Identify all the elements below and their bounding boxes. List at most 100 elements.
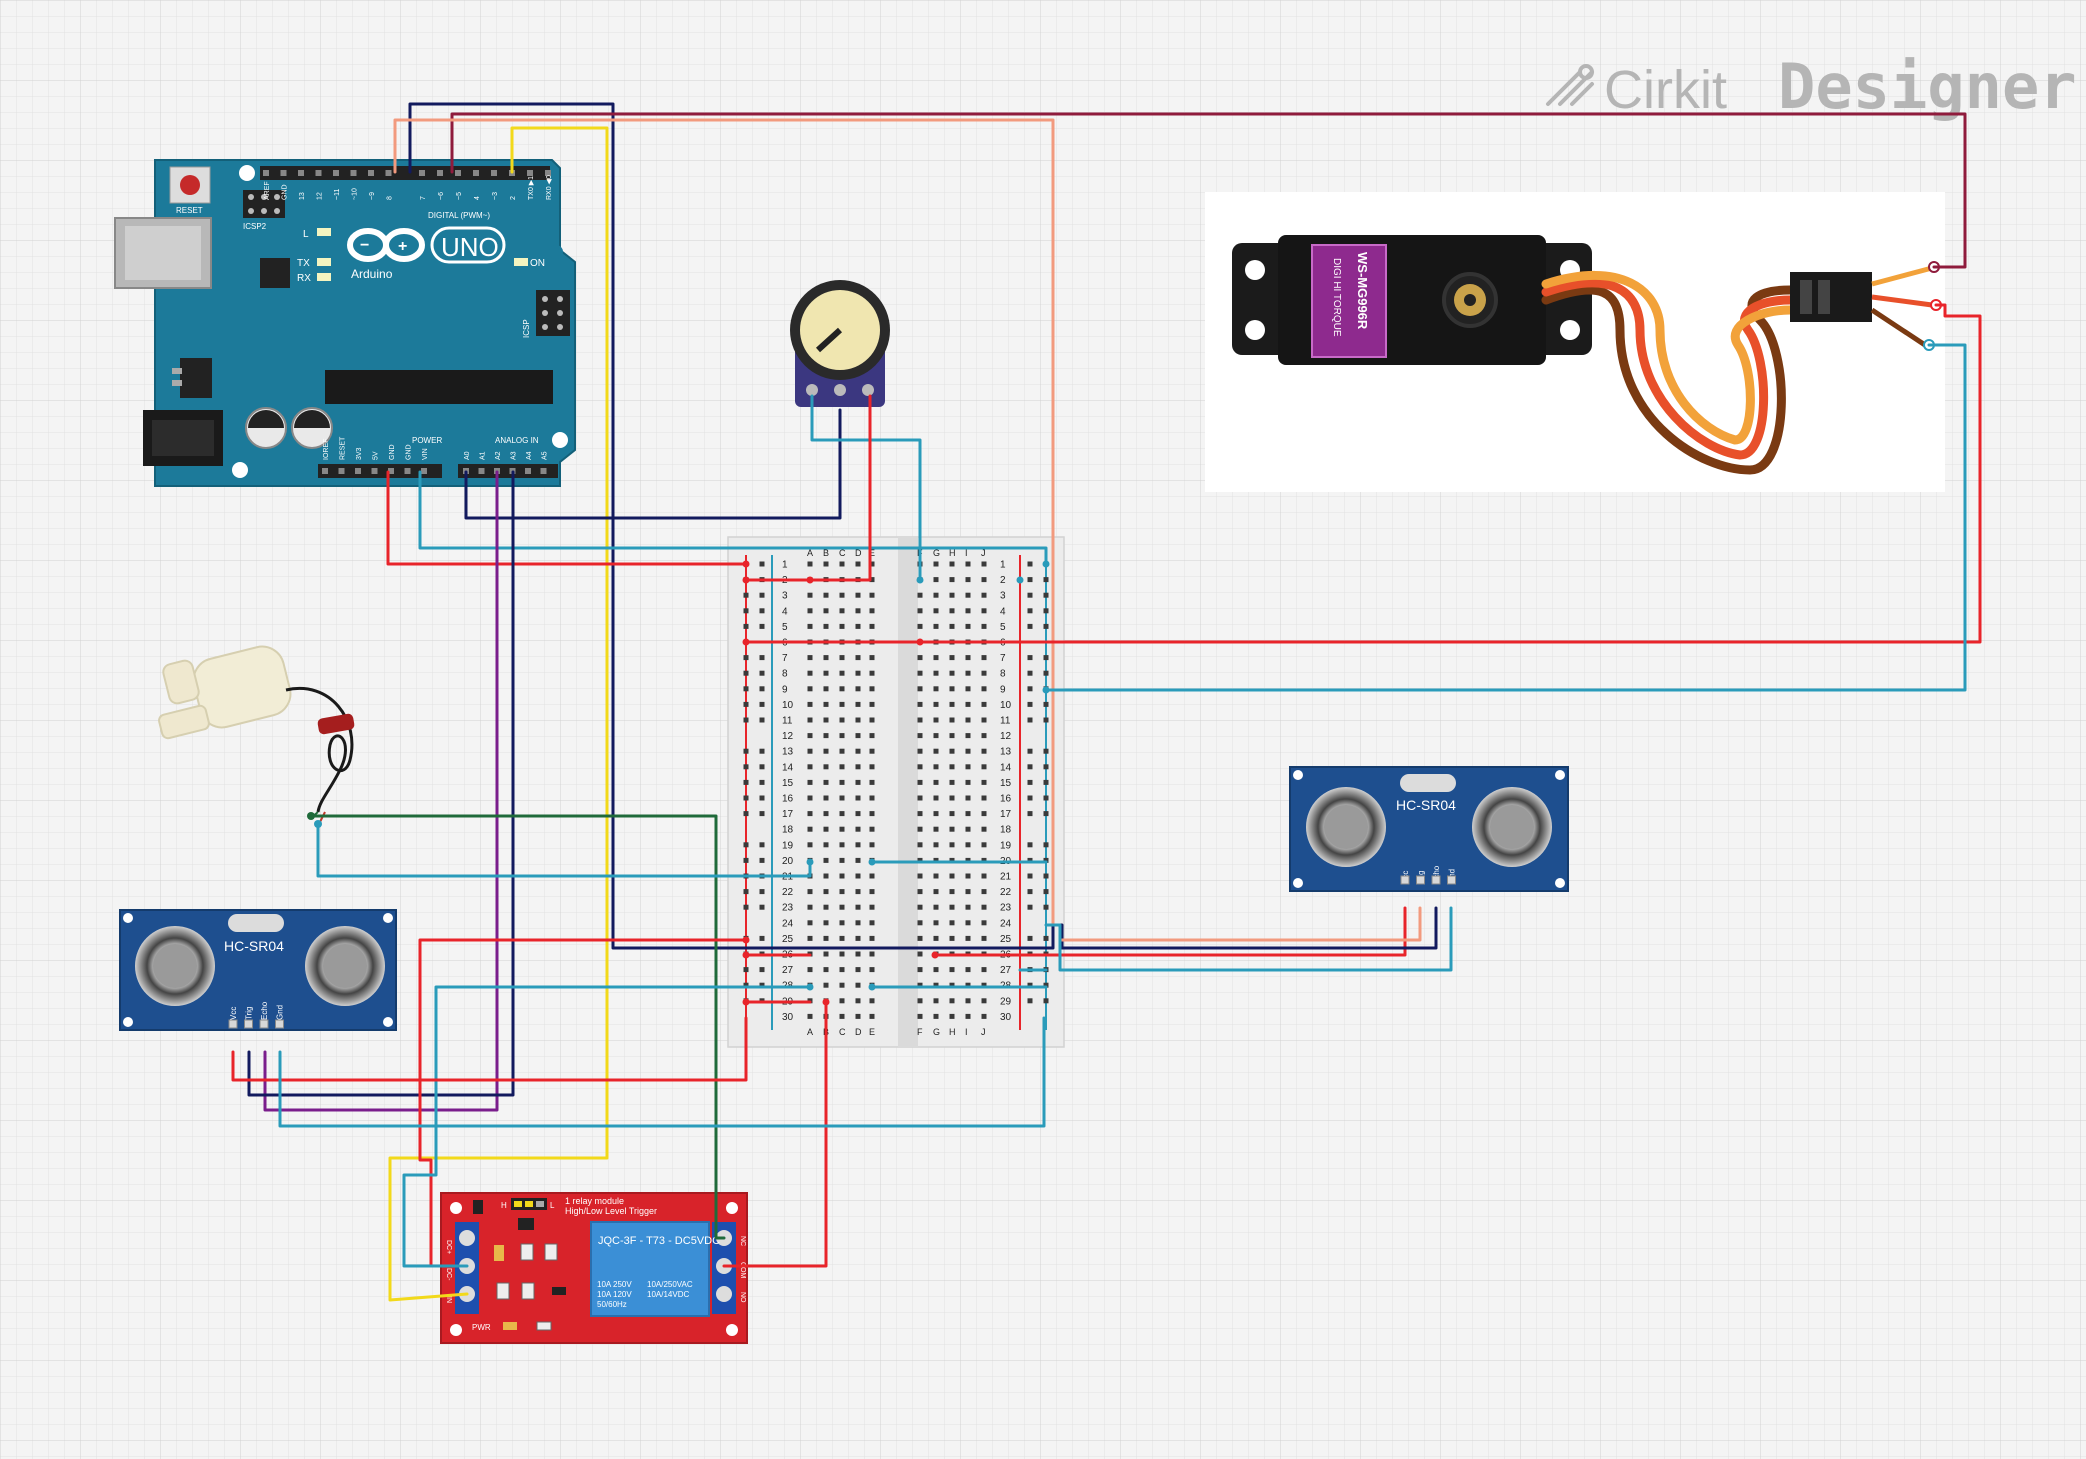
breadboard-hole[interactable] [869,951,875,957]
breadboard-hole[interactable] [823,779,829,785]
rail-hole[interactable] [1043,842,1049,848]
breadboard-hole[interactable] [981,577,987,583]
breadboard-hole[interactable] [823,842,829,848]
breadboard-hole[interactable] [949,577,955,583]
breadboard-hole[interactable] [917,701,923,707]
digital-pin[interactable] [280,170,287,176]
rail-hole[interactable] [1027,701,1033,707]
servo-motor[interactable]: WS-MG996R DIGI HI TORQUE [1205,192,1945,492]
breadboard-hole[interactable] [823,623,829,629]
breadboard-hole[interactable] [839,935,845,941]
sensor-pin[interactable] [1416,875,1425,885]
breadboard-hole[interactable] [981,967,987,973]
breadboard-hole[interactable] [869,889,875,895]
breadboard-hole[interactable] [933,608,939,614]
breadboard-hole[interactable] [855,826,861,832]
digital-pin[interactable] [473,170,479,176]
breadboard-hole[interactable] [933,982,939,988]
rail-hole[interactable] [1027,998,1033,1004]
breadboard-hole[interactable] [839,795,845,801]
breadboard-hole[interactable] [869,920,875,926]
breadboard-hole[interactable] [807,920,813,926]
breadboard-hole[interactable] [965,967,971,973]
rail-hole[interactable] [1043,670,1049,676]
breadboard-hole[interactable] [965,873,971,879]
breadboard-hole[interactable] [869,873,875,879]
water-pump[interactable] [158,642,355,828]
breadboard-hole[interactable] [933,920,939,926]
breadboard-hole[interactable] [855,811,861,817]
breadboard-hole[interactable] [917,748,923,754]
breadboard-hole[interactable] [981,826,987,832]
breadboard-hole[interactable] [869,686,875,692]
breadboard-hole[interactable] [981,873,987,879]
breadboard-hole[interactable] [981,795,987,801]
breadboard-hole[interactable] [869,842,875,848]
breadboard-hole[interactable] [869,998,875,1004]
breadboard-hole[interactable] [981,655,987,661]
arduino-uno[interactable]: RESET ICSP2 − + UNO Arduino L TX RX [114,159,576,487]
rail-hole[interactable] [1027,670,1033,676]
breadboard-hole[interactable] [933,811,939,817]
breadboard-hole[interactable] [917,842,923,848]
breadboard-hole[interactable] [869,717,875,723]
breadboard-hole[interactable] [933,935,939,941]
breadboard-hole[interactable] [869,1013,875,1019]
breadboard-hole[interactable] [933,873,939,879]
breadboard-hole[interactable] [933,826,939,832]
rail-hole[interactable] [759,889,765,895]
breadboard-hole[interactable] [965,1013,971,1019]
rail-hole[interactable] [1043,935,1049,941]
rail-hole[interactable] [759,857,765,863]
rail-hole[interactable] [743,608,749,614]
rail-hole[interactable] [759,967,765,973]
rail-hole[interactable] [759,623,765,629]
breadboard-hole[interactable] [855,701,861,707]
breadboard-hole[interactable] [855,779,861,785]
breadboard-hole[interactable] [869,733,875,739]
breadboard-hole[interactable] [823,982,829,988]
reset-button[interactable] [169,166,211,204]
breadboard-hole[interactable] [981,764,987,770]
wire-green-pump[interactable] [309,814,726,1240]
breadboard-hole[interactable] [965,733,971,739]
wire-blue-gnd[interactable] [418,470,1048,566]
breadboard-hole[interactable] [823,561,829,567]
breadboard-hole[interactable] [965,998,971,1004]
breadboard-hole[interactable] [965,561,971,567]
breadboard-hole[interactable] [965,748,971,754]
breadboard-hole[interactable] [823,951,829,957]
breadboard-hole[interactable] [933,842,939,848]
wire-navy-a3[interactable] [247,470,515,1097]
rail-hole[interactable] [1027,623,1033,629]
rail-hole[interactable] [743,779,749,785]
breadboard-hole[interactable] [839,655,845,661]
breadboard-hole[interactable] [823,733,829,739]
rail-hole[interactable] [759,904,765,910]
breadboard-hole[interactable] [823,967,829,973]
sensor-pin[interactable] [275,1019,284,1029]
wire-red-sensor-r-vcc[interactable] [933,906,1407,957]
breadboard-hole[interactable] [917,998,923,1004]
rail-hole[interactable] [1027,655,1033,661]
rail-hole[interactable] [1027,779,1033,785]
breadboard-hole[interactable] [917,951,923,957]
digital-pin[interactable] [437,170,443,176]
breadboard-hole[interactable] [869,577,875,583]
breadboard-hole[interactable] [823,826,829,832]
breadboard-hole[interactable] [933,857,939,863]
rail-hole[interactable] [743,592,749,598]
breadboard-hole[interactable] [933,655,939,661]
digital-pin[interactable] [350,170,357,176]
rail-hole[interactable] [743,686,749,692]
breadboard-hole[interactable] [949,811,955,817]
power-pin[interactable] [404,468,411,474]
breadboard-hole[interactable] [917,779,923,785]
breadboard-hole[interactable] [839,733,845,739]
breadboard-hole[interactable] [981,935,987,941]
breadboard-hole[interactable] [965,826,971,832]
breadboard-hole[interactable] [917,904,923,910]
analog-pin[interactable] [540,468,547,474]
breadboard-hole[interactable] [965,655,971,661]
